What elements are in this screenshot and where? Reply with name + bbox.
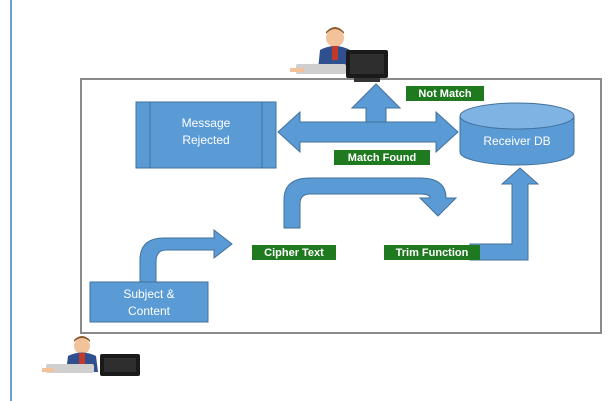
loop-arrow (283, 177, 458, 229)
message-rejected-label-1: Message (182, 116, 231, 130)
not-match-tag: Not Match (406, 86, 484, 101)
subject-content-label-1: Subject & (123, 287, 174, 301)
match-found-label: Match Found (348, 152, 416, 164)
double-arrow (277, 110, 459, 154)
receiver-db-label: Receiver DB (483, 134, 550, 148)
message-rejected-node: Message Rejected (135, 101, 277, 169)
cipher-text-label: Cipher Text (264, 247, 324, 259)
subject-content-node: Subject & Content (89, 281, 209, 323)
trim-function-label: Trim Function (396, 247, 469, 259)
user-at-computer-icon (290, 27, 388, 82)
trim-function-tag: Trim Function (384, 245, 480, 260)
user-at-computer-icon (42, 336, 140, 376)
message-rejected-label-2: Rejected (182, 133, 229, 147)
input-arrow (139, 228, 233, 283)
trim-to-db-arrow (469, 167, 540, 261)
match-found-tag: Match Found (334, 150, 430, 165)
receiver-db-node: Receiver DB (459, 102, 575, 166)
cipher-text-tag: Cipher Text (252, 245, 336, 260)
not-match-label: Not Match (418, 88, 471, 100)
left-rule (10, 0, 12, 401)
up-arrow (350, 83, 402, 123)
subject-content-label-2: Content (128, 304, 171, 318)
